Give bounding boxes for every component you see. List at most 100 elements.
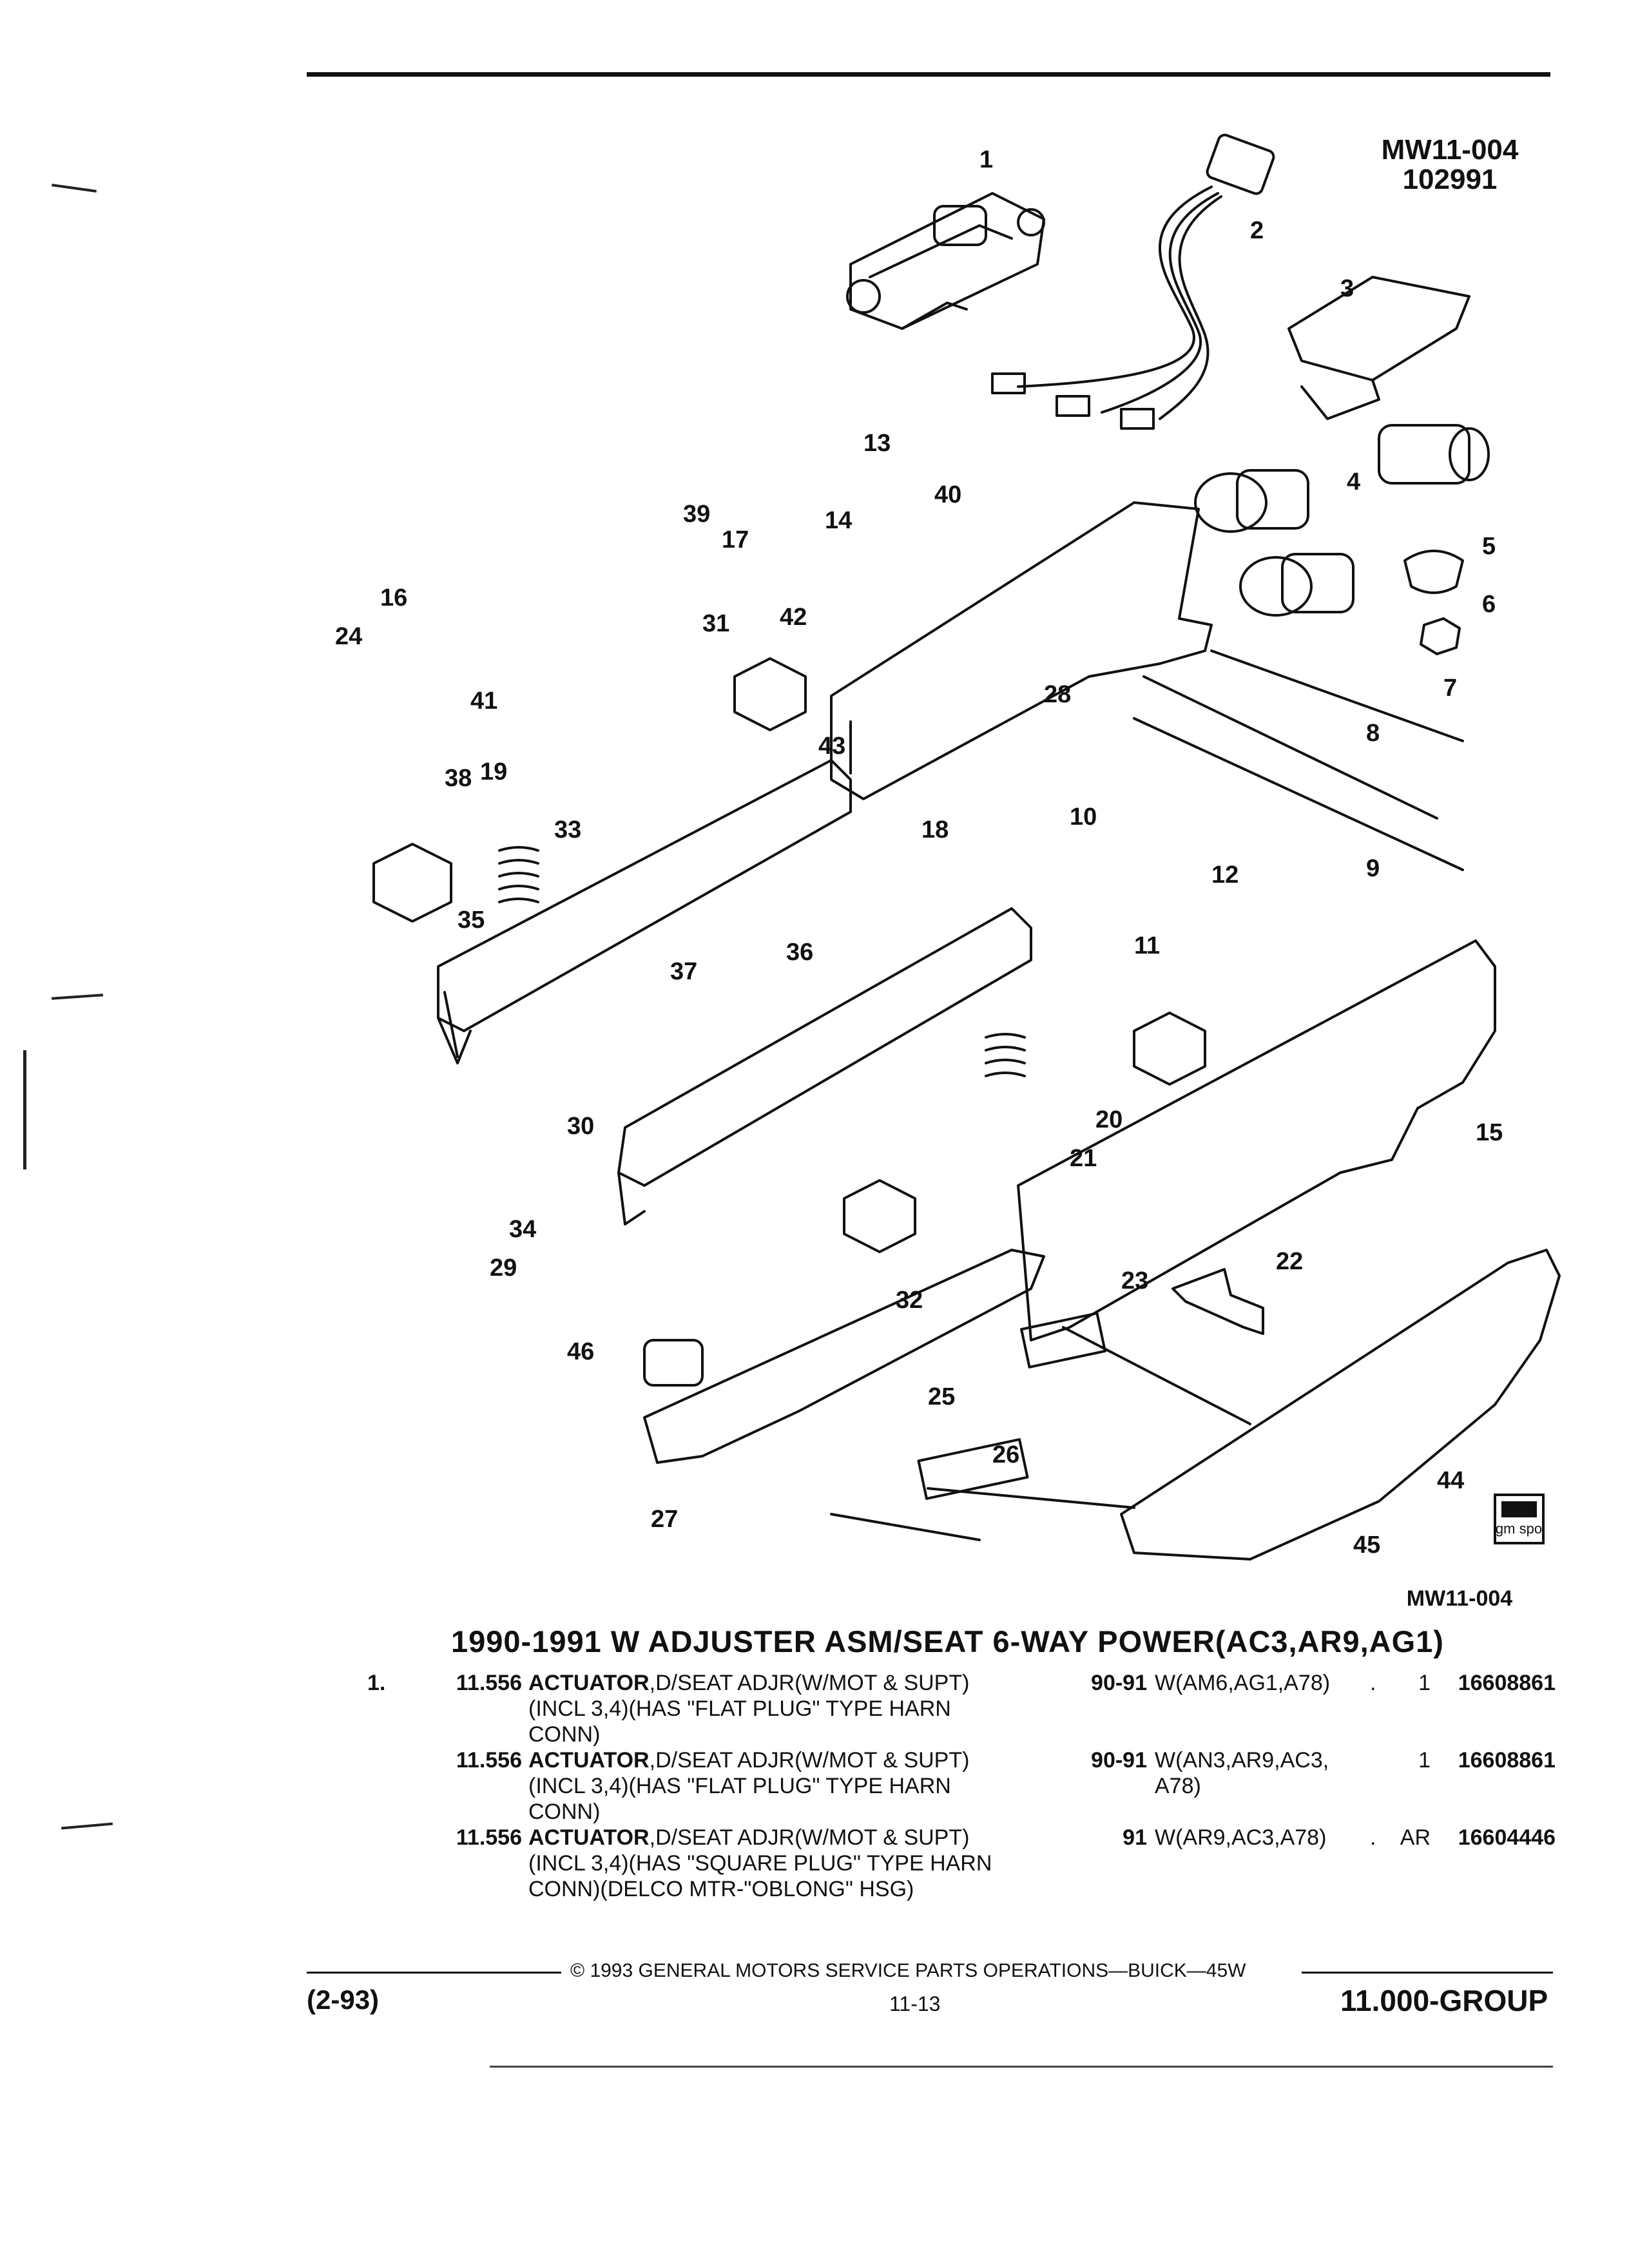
model-codes-line-1: W(AM6,AG1,A78) xyxy=(1155,1671,1331,1695)
seat-track-part xyxy=(617,907,1032,1225)
quantity: AR xyxy=(1400,1825,1431,1850)
spring-part xyxy=(498,846,1026,1077)
callout-3: 3 xyxy=(1340,275,1354,302)
dot-marker: . xyxy=(1370,1671,1376,1695)
illustration-date-code: 102991 xyxy=(1402,164,1498,195)
callout-36: 36 xyxy=(786,939,813,966)
group-label: 11.000-GROUP xyxy=(1340,1984,1548,2017)
model-codes-line-2: A78) xyxy=(1155,1774,1201,1798)
model-years: 91 xyxy=(1123,1825,1147,1850)
nut-part xyxy=(1420,617,1461,655)
callout-35: 35 xyxy=(458,907,485,934)
callout-33: 33 xyxy=(554,816,581,843)
group-number: 11.556 xyxy=(456,1671,522,1695)
bottom-rule xyxy=(490,2066,1553,2068)
group-number: 11.556 xyxy=(456,1825,522,1850)
callout-40: 40 xyxy=(934,481,961,508)
callout-41: 41 xyxy=(470,687,497,715)
top-rule xyxy=(307,72,1550,77)
desc-line-3: CONN) xyxy=(528,1722,601,1747)
item-number: 1. xyxy=(367,1671,386,1695)
part-name: ACTUATOR xyxy=(528,1825,650,1850)
quantity: 1 xyxy=(1418,1748,1431,1773)
section-title: 1990-1991 W ADJUSTER ASM/SEAT 6-WAY POWE… xyxy=(451,1624,1444,1658)
callout-8: 8 xyxy=(1366,720,1380,747)
callout-44: 44 xyxy=(1437,1467,1464,1494)
callout-4: 4 xyxy=(1347,468,1360,495)
quantity: 1 xyxy=(1418,1671,1431,1695)
callout-2: 2 xyxy=(1250,217,1264,244)
bracket-part xyxy=(1171,1268,1264,1335)
inner-shield-part xyxy=(643,1249,1045,1464)
model-years: 90-91 xyxy=(1091,1748,1147,1773)
model-codes-line-1: W(AN3,AR9,AC3, xyxy=(1155,1748,1329,1773)
shield-cap-part xyxy=(643,1339,704,1387)
gearbox-part xyxy=(372,657,1206,1253)
callout-42: 42 xyxy=(780,604,807,631)
scan-mark-4 xyxy=(61,1822,113,1830)
desc-line-2: (INCL 3,4)(HAS "SQUARE PLUG" TYPE HARN xyxy=(528,1851,992,1876)
part-description: ACTUATOR,D/SEAT ADJR(W/MOT & SUPT) (INCL… xyxy=(528,1670,1044,1747)
callout-5: 5 xyxy=(1482,533,1496,560)
callout-45: 45 xyxy=(1353,1532,1380,1559)
scan-mark-3 xyxy=(23,1050,26,1169)
callout-18: 18 xyxy=(921,816,949,843)
callout-9: 9 xyxy=(1366,855,1380,882)
illustration-id-bottom: MW11-004 xyxy=(1406,1586,1513,1611)
part-name: ACTUATOR xyxy=(528,1748,650,1773)
scan-mark-2 xyxy=(51,994,104,1000)
model-codes: W(AR9,AC3,A78) xyxy=(1155,1825,1327,1850)
dot-marker: . xyxy=(1370,1825,1376,1850)
callout-27: 27 xyxy=(651,1506,678,1533)
model-codes: W(AM6,AG1,A78) xyxy=(1155,1670,1367,1696)
seat-side-panel-part xyxy=(1017,939,1496,1341)
copyright-notice: © 1993 GENERAL MOTORS SERVICE PARTS OPER… xyxy=(570,1960,1246,1981)
actuator-assembly-part xyxy=(846,192,1045,330)
exploded-parts-diagram: 1 2 3 4 5 6 7 8 9 10 11 12 13 14 15 16 1… xyxy=(284,116,1572,1572)
callout-46: 46 xyxy=(567,1338,594,1365)
wiring-harness-part xyxy=(991,133,1275,430)
leader-lines xyxy=(830,1326,1251,1541)
callout-11: 11 xyxy=(1134,932,1160,959)
desc-line-1: ,D/SEAT ADJR(W/MOT & SUPT) xyxy=(649,1825,970,1850)
footer-rule-right xyxy=(1302,1972,1553,1974)
callout-37: 37 xyxy=(670,958,697,985)
switch-part xyxy=(1020,1312,1106,1369)
desc-line-3: CONN)(DELCO MTR-"OBLONG" HSG) xyxy=(528,1877,914,1901)
callout-12: 12 xyxy=(1211,861,1239,889)
callout-25: 25 xyxy=(928,1383,955,1410)
part-description: ACTUATOR,D/SEAT ADJR(W/MOT & SUPT) (INCL… xyxy=(528,1825,1044,1902)
callout-29: 29 xyxy=(490,1254,517,1282)
switch-plate-part xyxy=(917,1438,1029,1500)
callout-14: 14 xyxy=(825,507,852,534)
scan-mark-1 xyxy=(52,184,97,193)
seat-track-part xyxy=(437,759,852,1064)
part-number: 16608861 xyxy=(1458,1748,1556,1773)
callout-21: 21 xyxy=(1070,1145,1097,1172)
cable-part xyxy=(1133,717,1464,871)
callout-1: 1 xyxy=(979,146,993,173)
motor-bracket-part xyxy=(1287,276,1470,420)
desc-line-2: (INCL 3,4)(HAS "FLAT PLUG" TYPE HARN xyxy=(528,1774,951,1798)
callout-24: 24 xyxy=(335,623,362,650)
part-number: 16604446 xyxy=(1458,1825,1556,1850)
callout-28: 28 xyxy=(1044,681,1071,708)
callout-16: 16 xyxy=(380,584,407,611)
model-years: 90-91 xyxy=(1091,1671,1147,1695)
desc-line-3: CONN) xyxy=(528,1800,601,1824)
callout-22: 22 xyxy=(1276,1248,1303,1275)
callout-15: 15 xyxy=(1476,1119,1503,1146)
logo-text: gm spo xyxy=(1496,1521,1542,1537)
callout-19: 19 xyxy=(480,758,507,785)
callout-6: 6 xyxy=(1482,591,1496,618)
illustration-id: MW11-004 xyxy=(1381,134,1519,166)
illustration-id-top: MW11-004 102991 xyxy=(1373,135,1527,195)
callout-23: 23 xyxy=(1121,1267,1148,1294)
callout-20: 20 xyxy=(1095,1106,1123,1133)
part-description: ACTUATOR,D/SEAT ADJR(W/MOT & SUPT) (INCL… xyxy=(528,1747,1044,1825)
callout-39: 39 xyxy=(683,501,710,528)
callout-31: 31 xyxy=(702,610,729,637)
motor-part xyxy=(1194,424,1490,617)
track-cover-part xyxy=(830,501,1213,800)
group-number: 11.556 xyxy=(456,1748,522,1773)
